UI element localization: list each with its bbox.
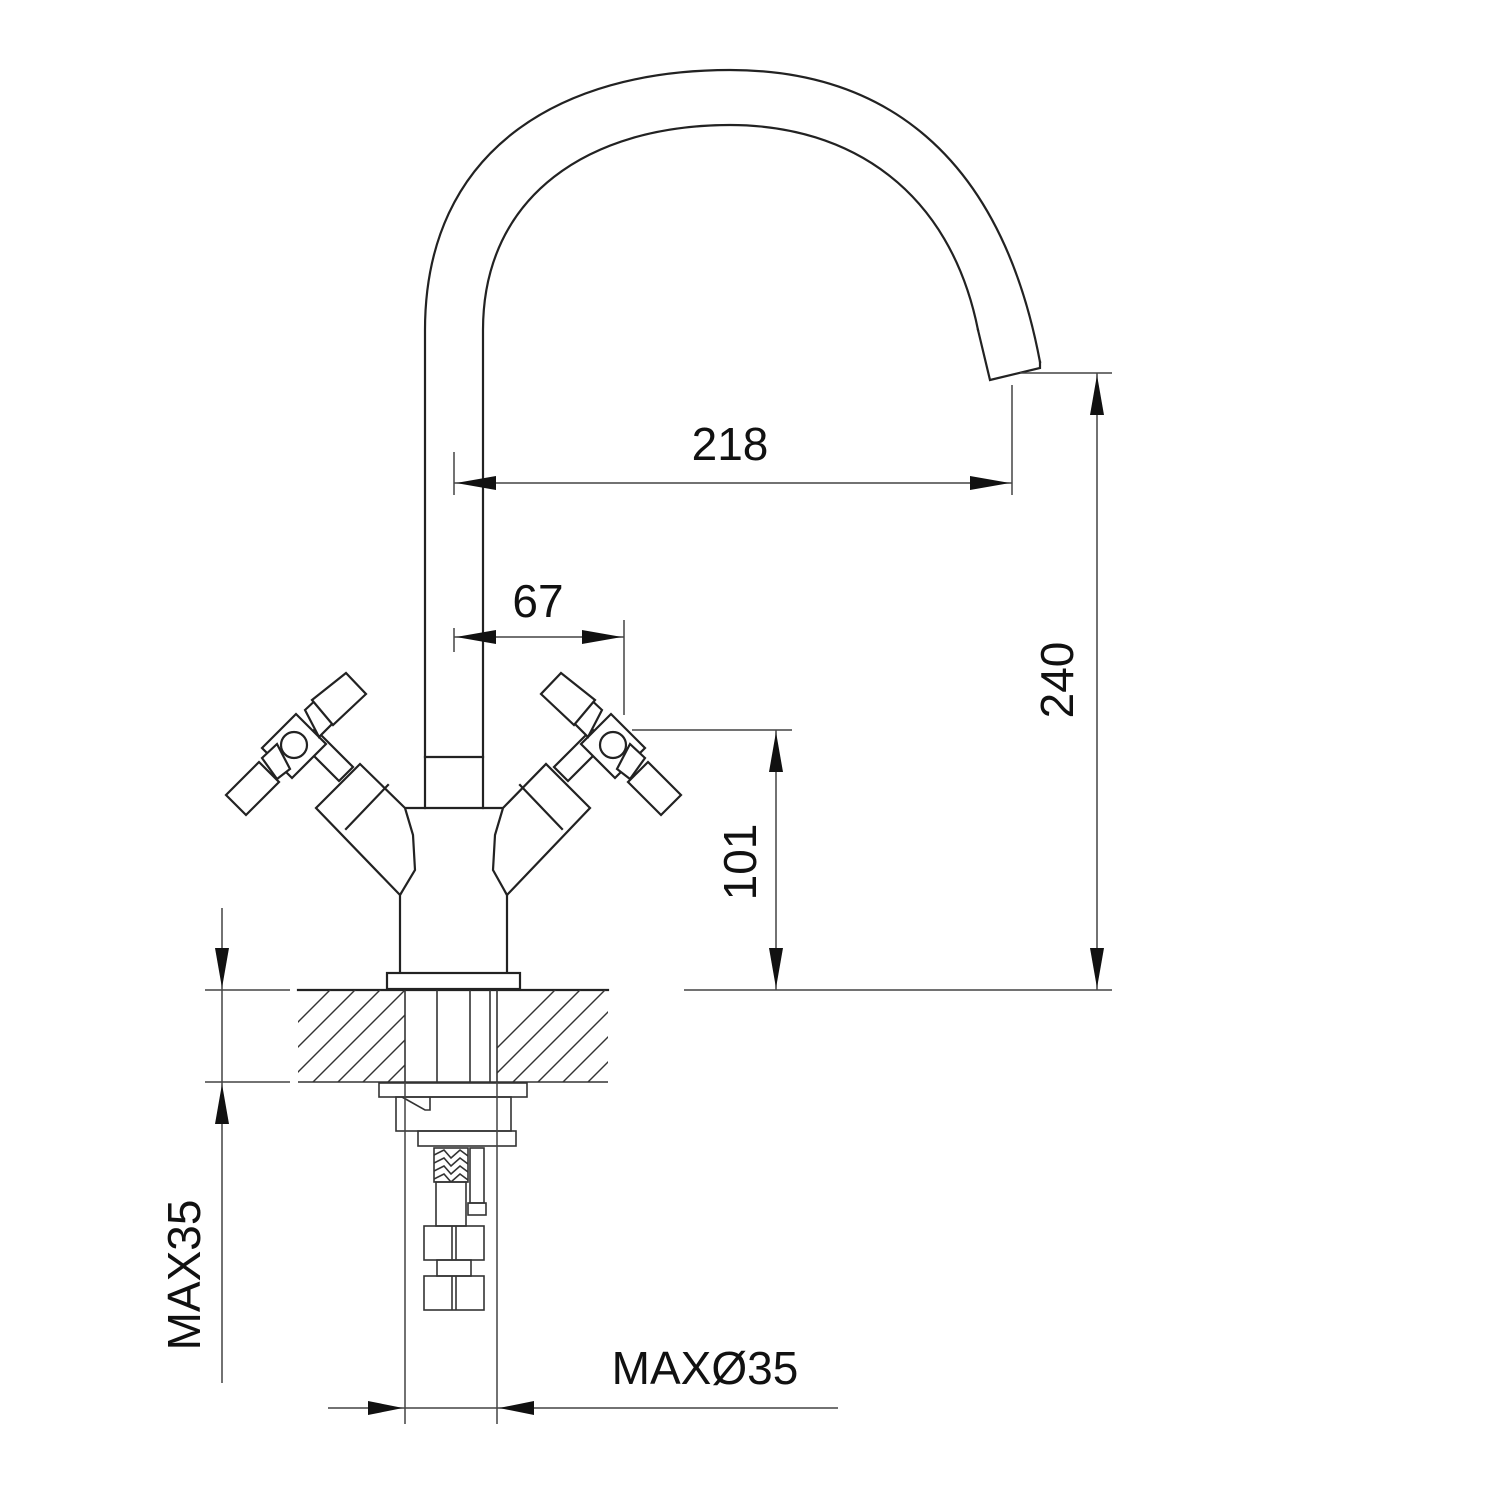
counter-thickness-label: MAX35 — [158, 1200, 210, 1351]
countertop-section — [296, 988, 610, 1083]
dimension-spout-reach: 218 — [453, 385, 1013, 495]
total-height-label: 240 — [1031, 642, 1083, 719]
dimension-hole-diameter: MAXØ35 — [328, 1082, 838, 1424]
supply-hose — [423, 1147, 487, 1311]
hole-diameter-label: MAXØ35 — [612, 1342, 799, 1394]
dimension-handle-offset: 67 — [453, 575, 625, 715]
right-handle-arm-upper — [539, 671, 604, 739]
dimension-handle-height: 101 — [632, 729, 792, 990]
spout — [423, 68, 1042, 810]
dimension-counter-thickness: MAX35 — [158, 908, 290, 1383]
fixing-assembly — [378, 1082, 528, 1147]
spout-reach-label: 218 — [692, 418, 769, 470]
dimension-total-height: 240 — [1020, 372, 1112, 990]
left-handle-arm-lower — [224, 742, 292, 817]
right-handle-arm-lower — [615, 742, 683, 817]
handle-height-label: 101 — [714, 824, 766, 901]
right-valve-housing — [491, 762, 592, 897]
left-handle-arm-upper — [303, 671, 368, 739]
handle-offset-label: 67 — [512, 575, 563, 627]
left-valve-housing — [314, 762, 417, 897]
